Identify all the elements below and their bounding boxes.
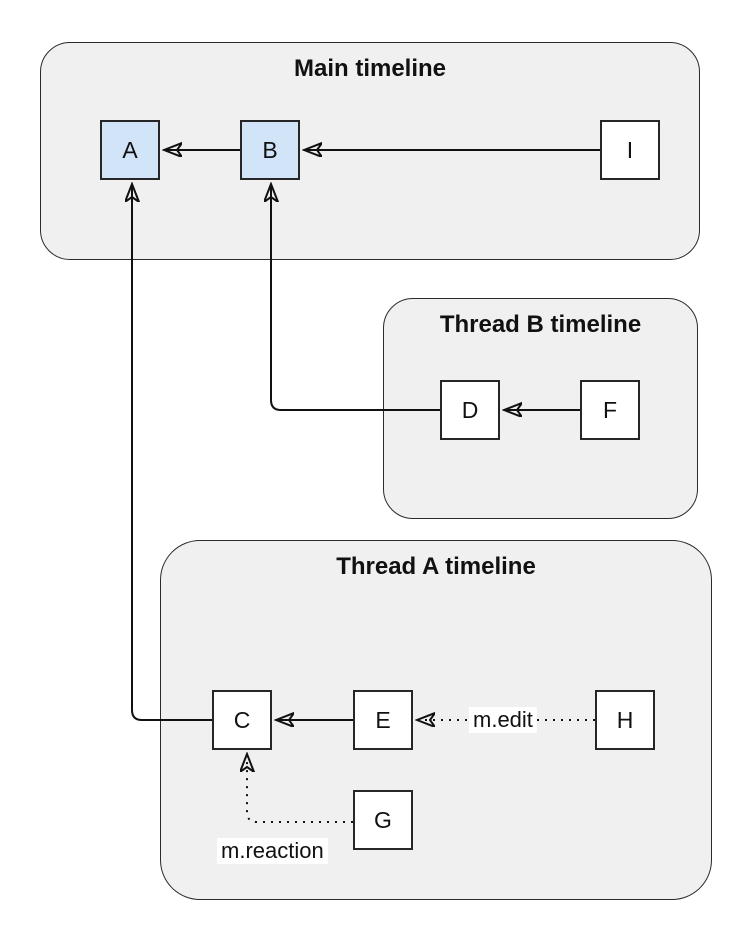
node-g: G xyxy=(353,790,413,850)
node-d: D xyxy=(440,380,500,440)
node-i: I xyxy=(600,120,660,180)
container-title-thread-b: Thread B timeline xyxy=(439,311,642,338)
edge-label-m-edit: m.edit xyxy=(469,707,537,733)
edge-label-m-reaction: m.reaction xyxy=(217,838,328,864)
container-title-main: Main timeline xyxy=(293,55,447,82)
node-e: E xyxy=(353,690,413,750)
node-b: B xyxy=(240,120,300,180)
container-title-thread-a: Thread A timeline xyxy=(336,553,536,580)
node-c: C xyxy=(212,690,272,750)
node-a: A xyxy=(100,120,160,180)
node-h: H xyxy=(595,690,655,750)
container-thread-b-timeline: Thread B timeline xyxy=(383,298,698,519)
node-f: F xyxy=(580,380,640,440)
